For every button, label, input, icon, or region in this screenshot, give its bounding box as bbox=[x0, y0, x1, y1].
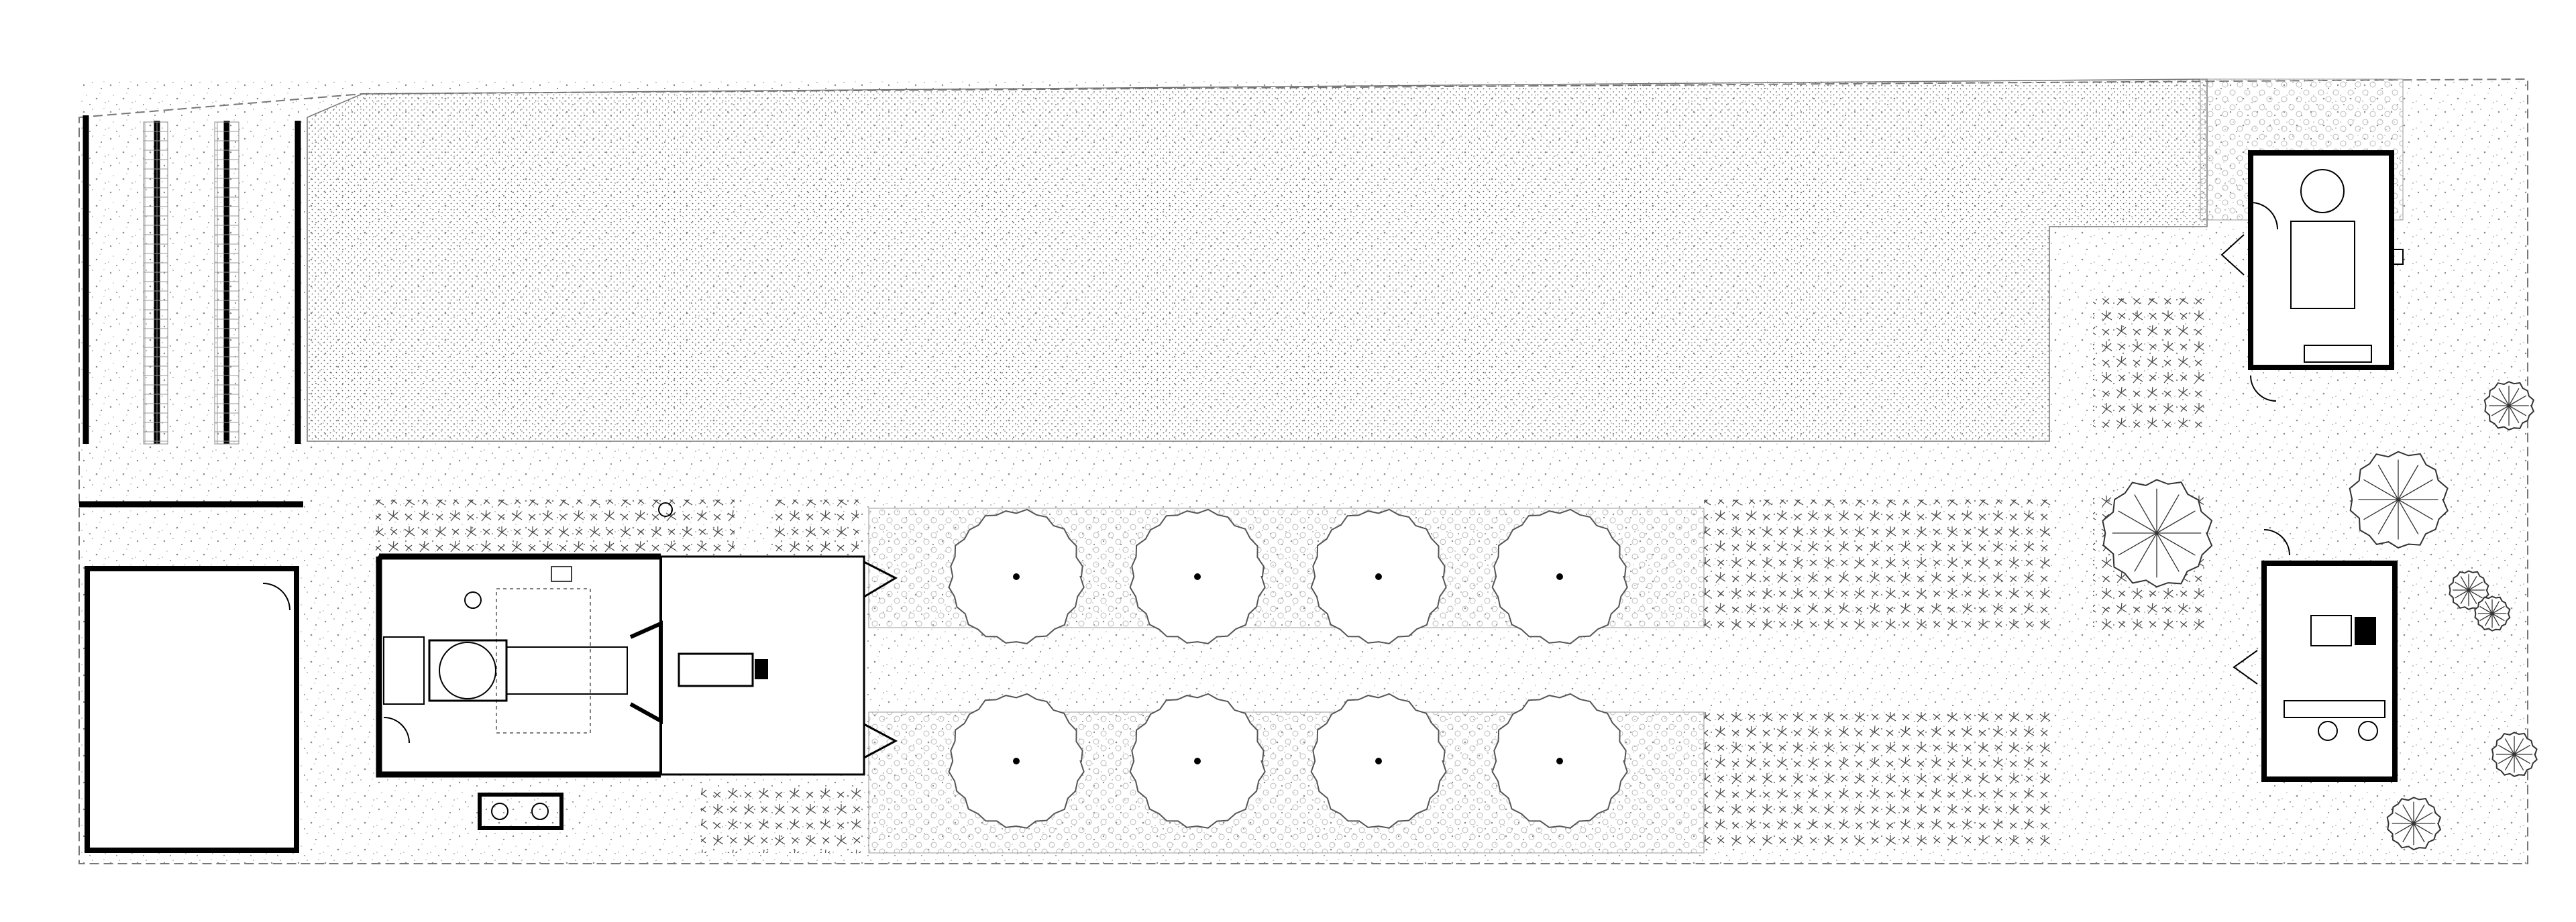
tree-trunk bbox=[1556, 758, 1563, 764]
tree-trunk bbox=[1375, 758, 1382, 764]
door-swing-icon bbox=[262, 583, 290, 611]
shrub-cluster bbox=[2102, 381, 2538, 851]
stove-icon bbox=[478, 793, 564, 830]
pavilion-bath bbox=[2233, 529, 2398, 782]
tree-trunk bbox=[1194, 758, 1201, 764]
door-swing-icon bbox=[2250, 202, 2278, 230]
shrub-icon bbox=[2102, 479, 2213, 588]
shrub-icon bbox=[2483, 381, 2534, 431]
lawn-field bbox=[307, 78, 2208, 442]
table-icon bbox=[496, 588, 768, 734]
door-swing-icon bbox=[2263, 529, 2290, 556]
main-house bbox=[376, 502, 898, 830]
tree-trunk bbox=[1194, 573, 1201, 580]
pavilion-dining bbox=[2220, 150, 2404, 402]
shrub-icon bbox=[2491, 732, 2538, 778]
door-swing-icon bbox=[383, 717, 410, 744]
tree-trunk bbox=[1013, 758, 1020, 764]
garage-building bbox=[85, 566, 299, 853]
tree-trunk bbox=[1013, 573, 1020, 580]
sink-icon bbox=[464, 566, 572, 609]
tree-trunk bbox=[1556, 573, 1563, 580]
shrub-icon bbox=[2474, 595, 2511, 632]
shrub-icon bbox=[2386, 797, 2442, 851]
shrub-icon bbox=[2349, 451, 2449, 549]
tree-trunk bbox=[1375, 573, 1382, 580]
parking-lot bbox=[79, 115, 303, 508]
tree-allee bbox=[868, 508, 1705, 854]
door-swing-icon bbox=[2250, 375, 2277, 402]
